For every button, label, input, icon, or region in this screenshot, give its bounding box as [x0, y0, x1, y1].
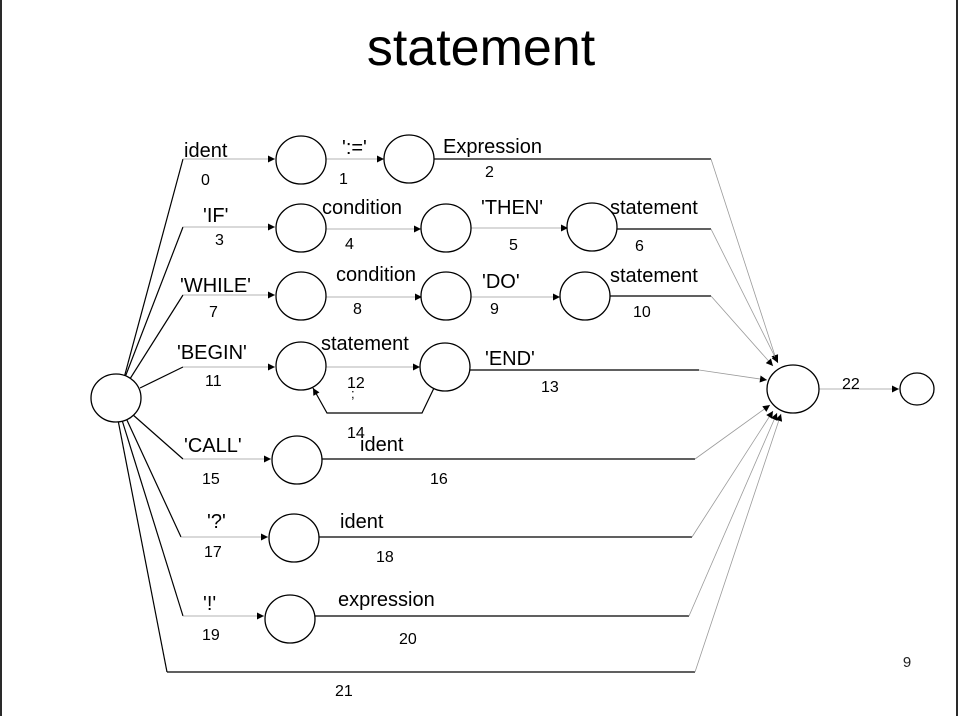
edge-label-do: 'DO' [482, 271, 520, 293]
edge-number: 21 [335, 683, 353, 700]
node [559, 271, 611, 321]
edge-label-condition: condition [322, 197, 402, 219]
edge-label-end: 'END' [485, 348, 535, 370]
edge-number: 5 [509, 237, 518, 254]
edge-label-bang: '!' [203, 593, 216, 615]
edge-label-while: 'WHILE' [180, 275, 251, 297]
page-number: 9 [902, 654, 912, 671]
edge-number: 0 [201, 172, 210, 189]
edge-number: 13 [541, 379, 559, 396]
edge-number: 4 [345, 236, 354, 253]
edge-label-ident: ident [184, 140, 228, 162]
entry-arrows [181, 155, 275, 620]
node [271, 435, 323, 485]
slide-title: statement [366, 19, 596, 77]
edge-number: 14 [347, 425, 365, 442]
middle-arrows [326, 155, 568, 371]
graph-nodes [90, 134, 935, 644]
exit-lines [167, 158, 711, 673]
start-node [90, 373, 142, 423]
edge-label-then: 'THEN' [481, 197, 543, 219]
node [275, 135, 327, 185]
edge-numbers: 0 1 2 3 4 5 6 7 8 9 10 11 12 13 14 15 16… [201, 164, 860, 700]
edge-number: 18 [376, 549, 394, 566]
edge-labels: ident ':=' Expression 'IF' condition 'TH… [177, 136, 698, 615]
node [419, 342, 471, 392]
edge-number: 10 [633, 304, 651, 321]
node [420, 203, 472, 253]
edge-label-statement: statement [610, 197, 698, 219]
edge-label-assign: ':=' [342, 137, 367, 159]
edge-number: 20 [399, 631, 417, 648]
edge-number: 17 [204, 544, 222, 561]
edge-label-if: 'IF' [203, 205, 228, 227]
converge-lines [688, 158, 899, 673]
start-fan-lines [117, 158, 184, 673]
edge-number: 16 [430, 471, 448, 488]
node [268, 513, 320, 563]
node [383, 134, 435, 184]
node [566, 202, 618, 252]
node [275, 271, 327, 321]
edge-number: 3 [215, 232, 224, 249]
edge-number: 6 [635, 238, 644, 255]
end-node [899, 372, 935, 406]
edge-label-expression: Expression [443, 136, 542, 158]
node [420, 271, 472, 321]
edge-label-condition: condition [336, 264, 416, 286]
edge-label-ident: ident [340, 511, 384, 533]
edge-number: 9 [490, 301, 499, 318]
node [264, 594, 316, 644]
merge-node [766, 364, 820, 414]
edge-label-statement: statement [321, 333, 409, 355]
edge-number: 15 [202, 471, 220, 488]
node [275, 341, 327, 391]
edge-number: 12 [347, 375, 365, 392]
edge-label-ident: ident [360, 434, 404, 456]
edge-number: 2 [485, 164, 494, 181]
edge-number: 19 [202, 627, 220, 644]
node [275, 203, 327, 253]
edge-label-semicolon: ; [351, 386, 355, 401]
edge-number: 8 [353, 301, 362, 318]
loop-back-edge [312, 387, 435, 414]
edge-label-call: 'CALL' [184, 435, 242, 457]
edge-label-statement: statement [610, 265, 698, 287]
edge-label-expression: expression [338, 589, 435, 611]
edge-number: 22 [842, 376, 860, 393]
edge-number: 1 [339, 171, 348, 188]
edge-number: 11 [205, 373, 222, 390]
edge-label-question: '?' [207, 511, 226, 533]
edge-number: 7 [209, 304, 218, 321]
edge-label-begin: 'BEGIN' [177, 342, 247, 364]
